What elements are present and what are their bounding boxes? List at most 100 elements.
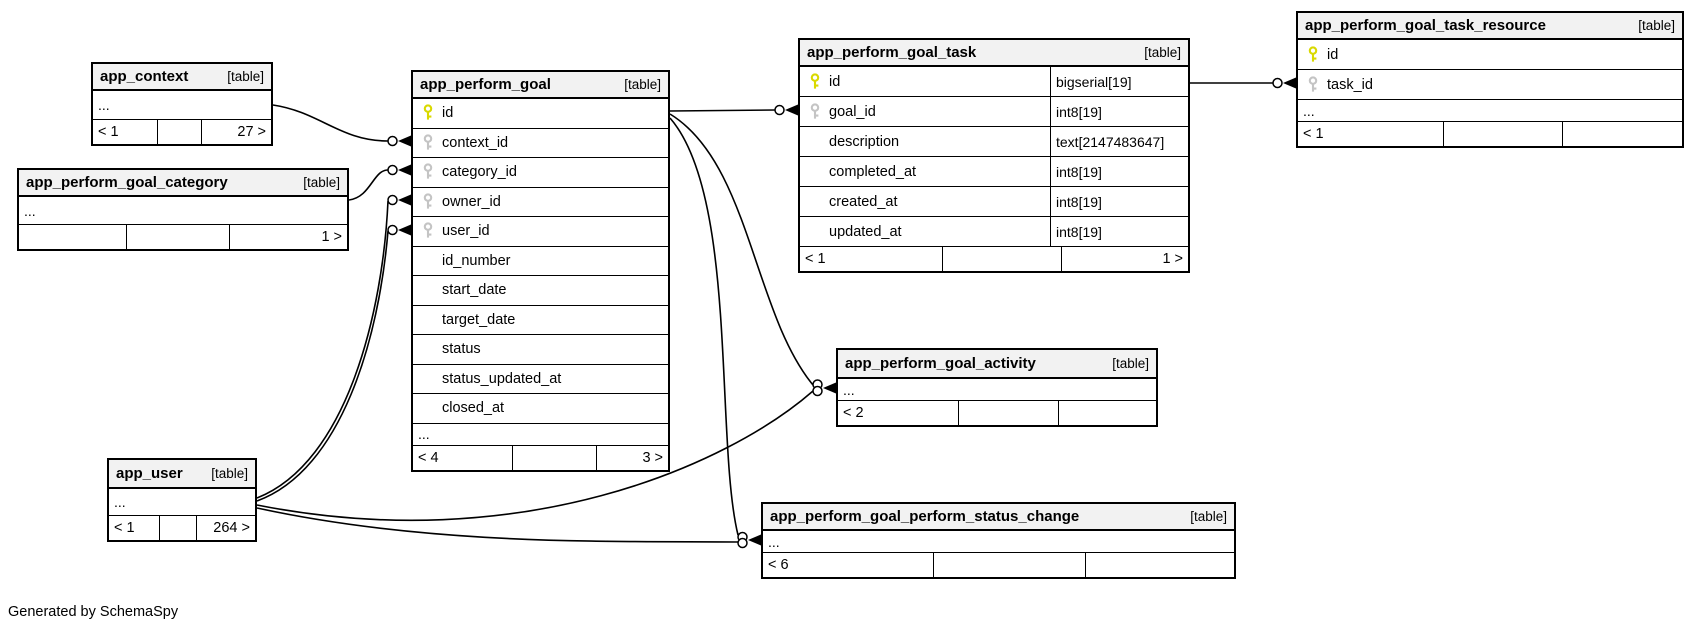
relationship-line bbox=[256, 507, 739, 543]
table-footer: < 6 bbox=[763, 553, 1234, 577]
table-header: app_perform_goal_category [table] bbox=[19, 170, 347, 197]
table-app-perform-goal-task[interactable]: app_perform_goal_task [table] id bigseri… bbox=[798, 38, 1190, 273]
table-footer: < 2 bbox=[838, 401, 1156, 425]
table-app-perform-goal-category[interactable]: app_perform_goal_category [table] ... 1 … bbox=[17, 168, 349, 251]
zero-or-many-circle bbox=[737, 531, 748, 543]
rel-count-in: < 2 bbox=[838, 401, 959, 425]
collapsed-columns-row: ... bbox=[109, 489, 255, 516]
relationship-line bbox=[272, 104, 389, 142]
table-header: app_perform_goal_activity [table] bbox=[838, 350, 1156, 379]
table-tag: [table] bbox=[303, 175, 340, 190]
column-name: id bbox=[1327, 46, 1339, 63]
table-header: app_perform_goal_task_resource [table] bbox=[1298, 13, 1682, 40]
table-app-context[interactable]: app_context [table] ... < 1 27 > bbox=[91, 62, 273, 146]
footer-spacer-cell bbox=[160, 516, 197, 540]
table-title: app_perform_goal_task_resource bbox=[1305, 17, 1546, 34]
table-footer: < 1 264 > bbox=[109, 516, 255, 540]
column-name: task_id bbox=[1327, 76, 1373, 93]
foreign-key-icon bbox=[1307, 75, 1319, 94]
crow-foot-arrow bbox=[785, 104, 798, 116]
table-tag: [table] bbox=[624, 77, 661, 92]
table-header: app_context [table] bbox=[93, 64, 271, 91]
table-row: updated_at int8[19] bbox=[800, 217, 1188, 247]
primary-key-icon bbox=[422, 104, 434, 122]
foreign-key-icon bbox=[422, 134, 434, 152]
table-app-perform-goal-task-resource[interactable]: app_perform_goal_task_resource [table] i… bbox=[1296, 11, 1684, 148]
table-tag: [table] bbox=[211, 466, 248, 481]
footer-spacer-cell bbox=[959, 401, 1059, 425]
rel-count-in: < 1 bbox=[109, 516, 160, 540]
table-title: app_perform_goal_activity bbox=[845, 355, 1036, 372]
foreign-key-icon bbox=[422, 193, 434, 211]
no-key-spacer bbox=[422, 399, 434, 417]
footer-spacer-cell bbox=[158, 120, 202, 144]
table-app-perform-goal-perform-status-change[interactable]: app_perform_goal_perform_status_change [… bbox=[761, 502, 1236, 579]
table-footer: < 1 bbox=[1298, 122, 1682, 146]
zero-or-many-circle bbox=[737, 537, 748, 549]
footer-spacer-cell bbox=[513, 445, 597, 470]
rel-count-in: < 4 bbox=[413, 445, 513, 470]
column-name: owner_id bbox=[442, 193, 501, 210]
column-name: completed_at bbox=[829, 163, 917, 180]
column-name: user_id bbox=[442, 223, 490, 240]
column-name: created_at bbox=[829, 193, 898, 210]
table-title: app_perform_goal bbox=[420, 76, 551, 93]
no-key-spacer bbox=[809, 223, 821, 241]
table-row: category_id bbox=[413, 158, 668, 188]
footer-spacer-cell bbox=[1444, 122, 1563, 146]
crow-foot-arrow bbox=[398, 224, 411, 236]
table-row: id bbox=[413, 99, 668, 129]
collapsed-columns-row: ... bbox=[1298, 100, 1682, 122]
column-type: bigserial[19] bbox=[1050, 67, 1188, 96]
collapsed-columns-row: ... bbox=[19, 197, 347, 225]
rel-count-in: < 1 bbox=[1298, 122, 1444, 146]
column-name: category_id bbox=[442, 164, 517, 181]
no-key-spacer bbox=[422, 340, 434, 358]
table-app-user[interactable]: app_user [table] ... < 1 264 > bbox=[107, 458, 257, 542]
table-row: start_date bbox=[413, 276, 668, 306]
collapsed-columns-row: ... bbox=[93, 91, 271, 120]
table-header: app_user [table] bbox=[109, 460, 255, 489]
rel-count-out: 1 > bbox=[1162, 251, 1183, 267]
column-name: context_id bbox=[442, 134, 509, 151]
footer-spacer-cell bbox=[127, 225, 230, 249]
rel-count-in: < 6 bbox=[763, 553, 934, 577]
table-row: created_at int8[19] bbox=[800, 187, 1188, 217]
column-name: status_updated_at bbox=[442, 370, 562, 387]
rel-count-in: < 1 bbox=[800, 247, 943, 271]
generated-by-note: Generated by SchemaSpy bbox=[8, 604, 179, 620]
no-key-spacer bbox=[422, 311, 434, 329]
table-title: app_context bbox=[100, 68, 189, 85]
table-row: task_id bbox=[1298, 70, 1682, 100]
crow-foot-arrow bbox=[823, 382, 836, 394]
no-key-spacer bbox=[809, 133, 821, 151]
table-row: owner_id bbox=[413, 188, 668, 217]
no-key-spacer bbox=[809, 193, 821, 211]
rel-count-out bbox=[1563, 122, 1682, 146]
zero-or-many-circle bbox=[812, 379, 823, 390]
foreign-key-icon bbox=[422, 222, 434, 240]
column-type: int8[19] bbox=[1050, 97, 1188, 126]
table-footer: < 1 1 > bbox=[800, 247, 1188, 271]
zero-or-many-circle bbox=[774, 104, 785, 116]
table-app-perform-goal-activity[interactable]: app_perform_goal_activity [table] ... < … bbox=[836, 348, 1158, 427]
column-name: goal_id bbox=[829, 103, 876, 120]
table-title: app_user bbox=[116, 465, 183, 482]
column-name: id_number bbox=[442, 252, 511, 269]
table-app-perform-goal[interactable]: app_perform_goal [table] id context_id c… bbox=[411, 70, 670, 472]
column-name: id bbox=[829, 73, 841, 90]
zero-or-many-circle bbox=[387, 224, 398, 236]
collapsed-columns-row: ... bbox=[763, 531, 1234, 553]
table-row: target_date bbox=[413, 306, 668, 335]
rel-count-in: < 1 bbox=[93, 120, 158, 144]
table-row: description text[2147483647] bbox=[800, 127, 1188, 157]
rel-count-out: 264 > bbox=[213, 520, 250, 536]
table-row: id_number bbox=[413, 247, 668, 276]
no-key-spacer bbox=[809, 163, 821, 181]
crow-foot-arrow bbox=[398, 164, 411, 176]
table-header: app_perform_goal_task [table] bbox=[800, 40, 1188, 67]
relationship-line bbox=[669, 113, 814, 386]
table-tag: [table] bbox=[1190, 509, 1227, 524]
relationship-line bbox=[256, 230, 389, 502]
rel-count-in bbox=[19, 225, 127, 249]
